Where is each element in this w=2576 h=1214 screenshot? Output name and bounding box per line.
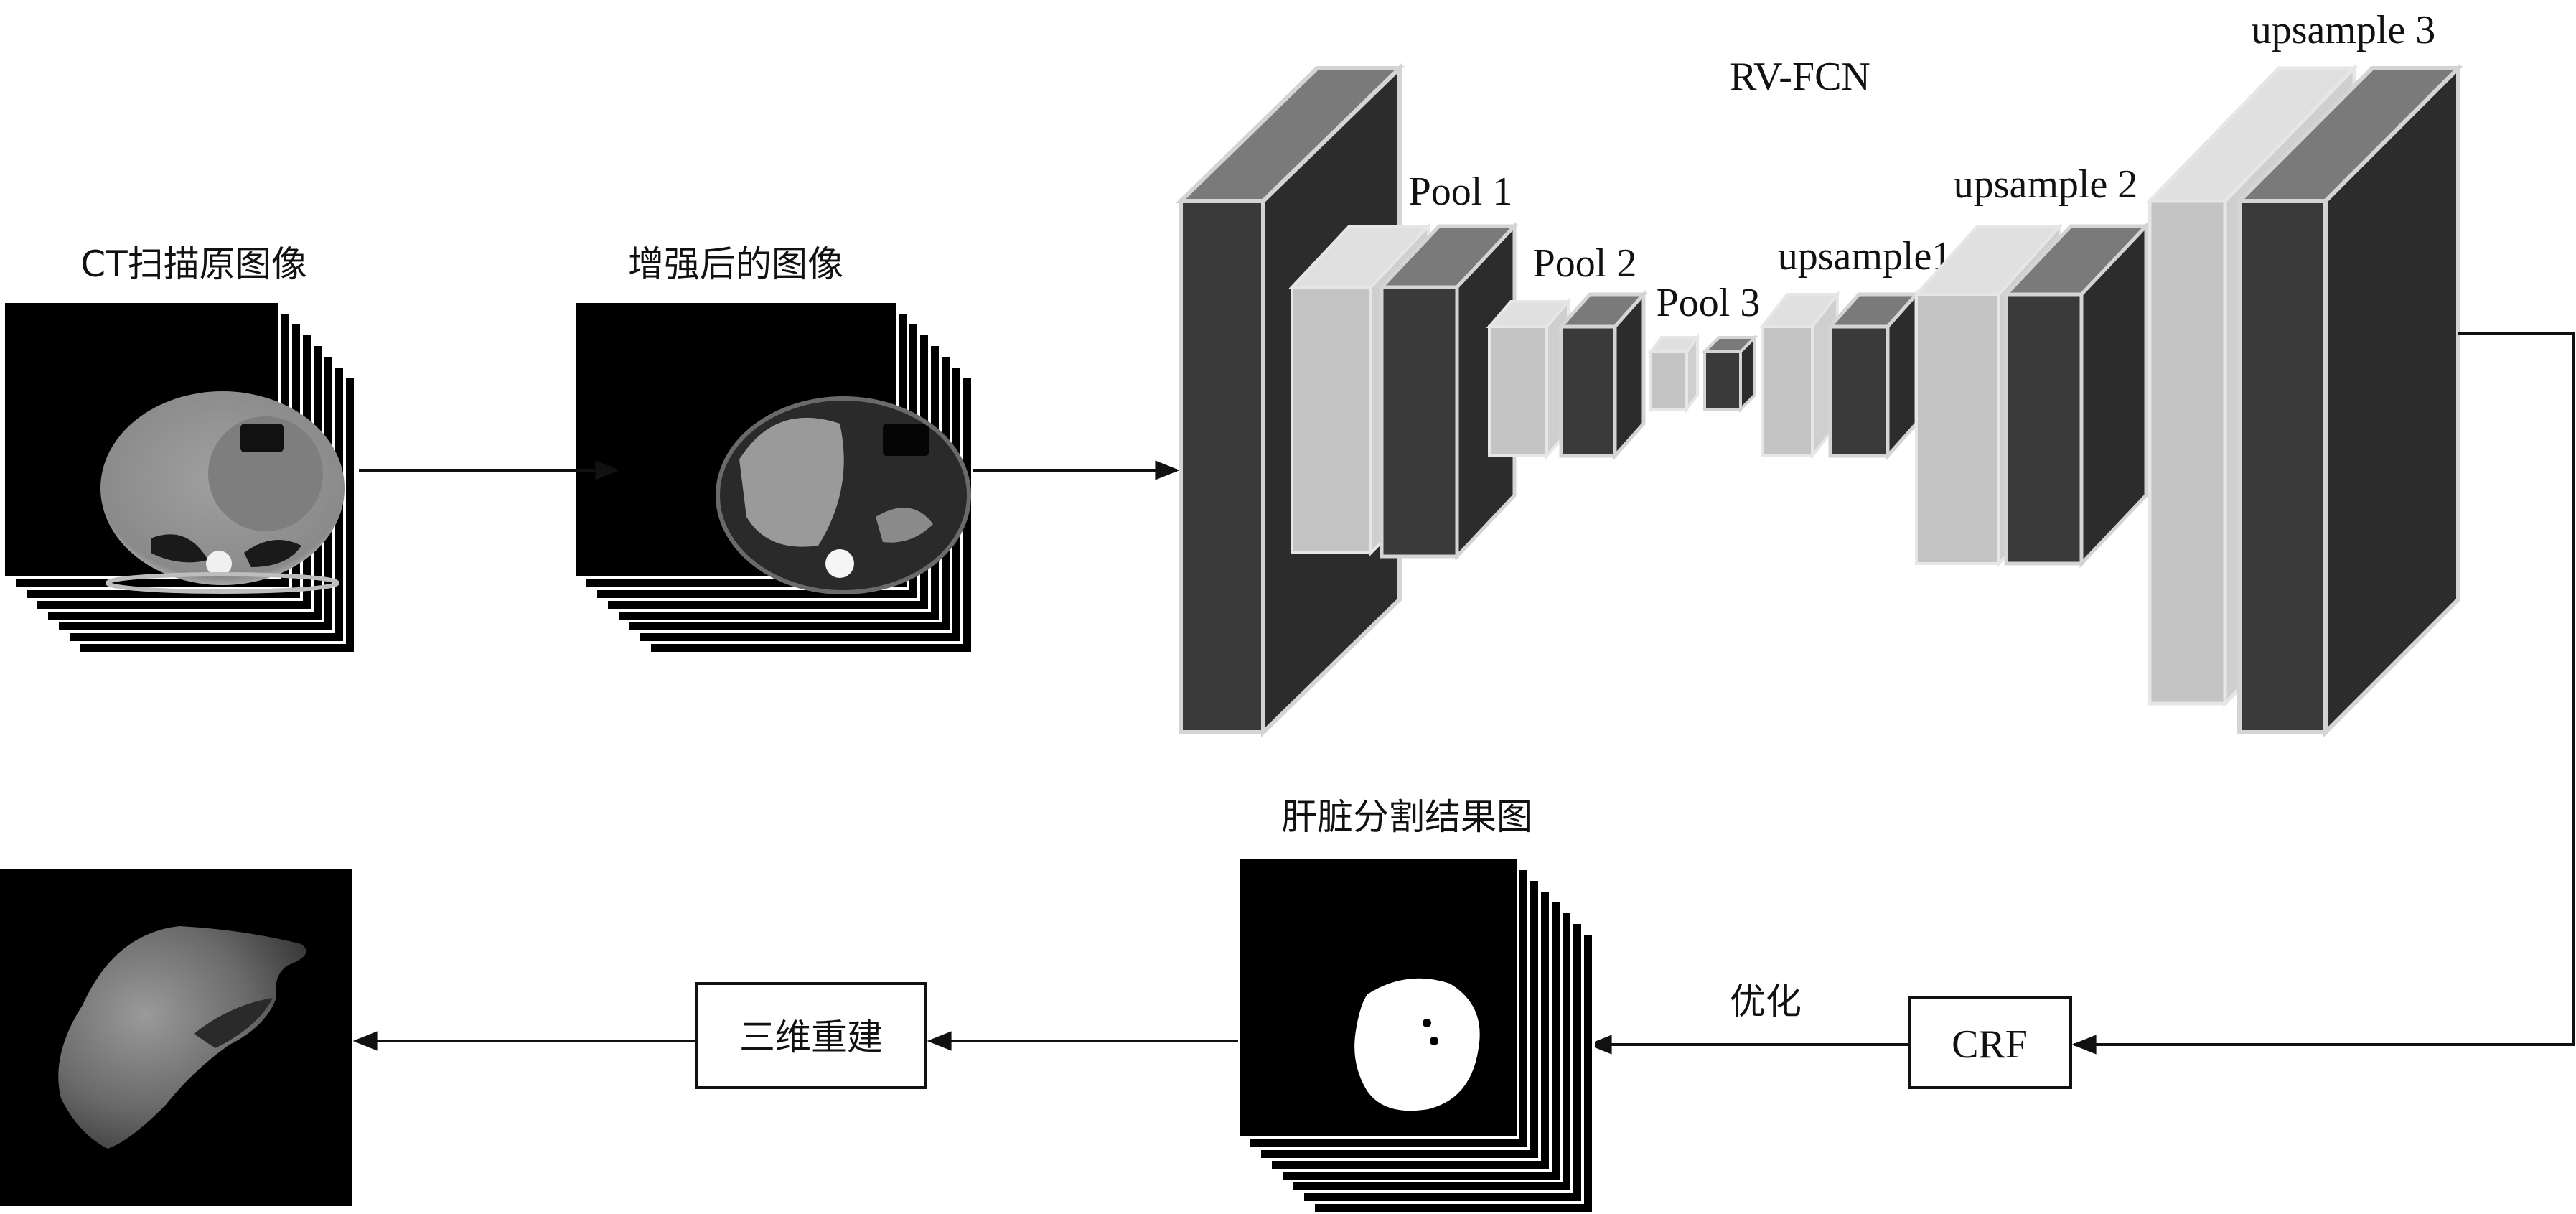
pool2-block: Pool 2 (1486, 241, 1648, 461)
ct-original-image-stack (2, 300, 357, 655)
rv-fcn-network: RV-FCN Pool 1 Pool 2 (1175, 8, 2464, 738)
network-title: RV-FCN (1730, 55, 1870, 99)
ct-original-image-label: CT扫描原图像 (80, 243, 306, 285)
segmentation-result-stack (1237, 856, 1595, 1214)
3d-liver-model (0, 869, 352, 1206)
enhanced-image-label: 增强后的图像 (628, 243, 843, 285)
crf-label: CRF (1952, 1022, 2028, 1067)
enhanced-image-stack (573, 300, 974, 655)
upsample3-label: upsample 3 (2252, 8, 2436, 52)
pool1-label: Pool 1 (1409, 169, 1513, 214)
crf-box: CRF (1908, 996, 2072, 1089)
segmentation-label: 肝脏分割结果图 (1281, 796, 1532, 838)
upsample1-block: upsample1 (1758, 234, 1952, 461)
upsample3-block: upsample 3 (2145, 8, 2464, 738)
pool3-label: Pool 3 (1657, 281, 1761, 325)
liver-mask (1354, 978, 1480, 1111)
upsample1-label: upsample1 (1778, 234, 1952, 279)
pool1-block: Pool 1 (1288, 169, 1519, 561)
optimize-label: 优化 (1730, 981, 1802, 1022)
upsample2-block: upsample 2 (1913, 162, 2150, 569)
reconstruction-box: 三维重建 (695, 982, 927, 1089)
upsample2-label: upsample 2 (1954, 162, 2138, 207)
enhanced-slice-image (716, 396, 971, 594)
ct-slice-image (100, 391, 345, 594)
arrow-network-to-crf (2071, 332, 2575, 1055)
pool2-label: Pool 2 (1533, 241, 1637, 286)
pool3-block: Pool 3 (1648, 281, 1761, 414)
reconstruction-label: 三维重建 (739, 1017, 883, 1058)
